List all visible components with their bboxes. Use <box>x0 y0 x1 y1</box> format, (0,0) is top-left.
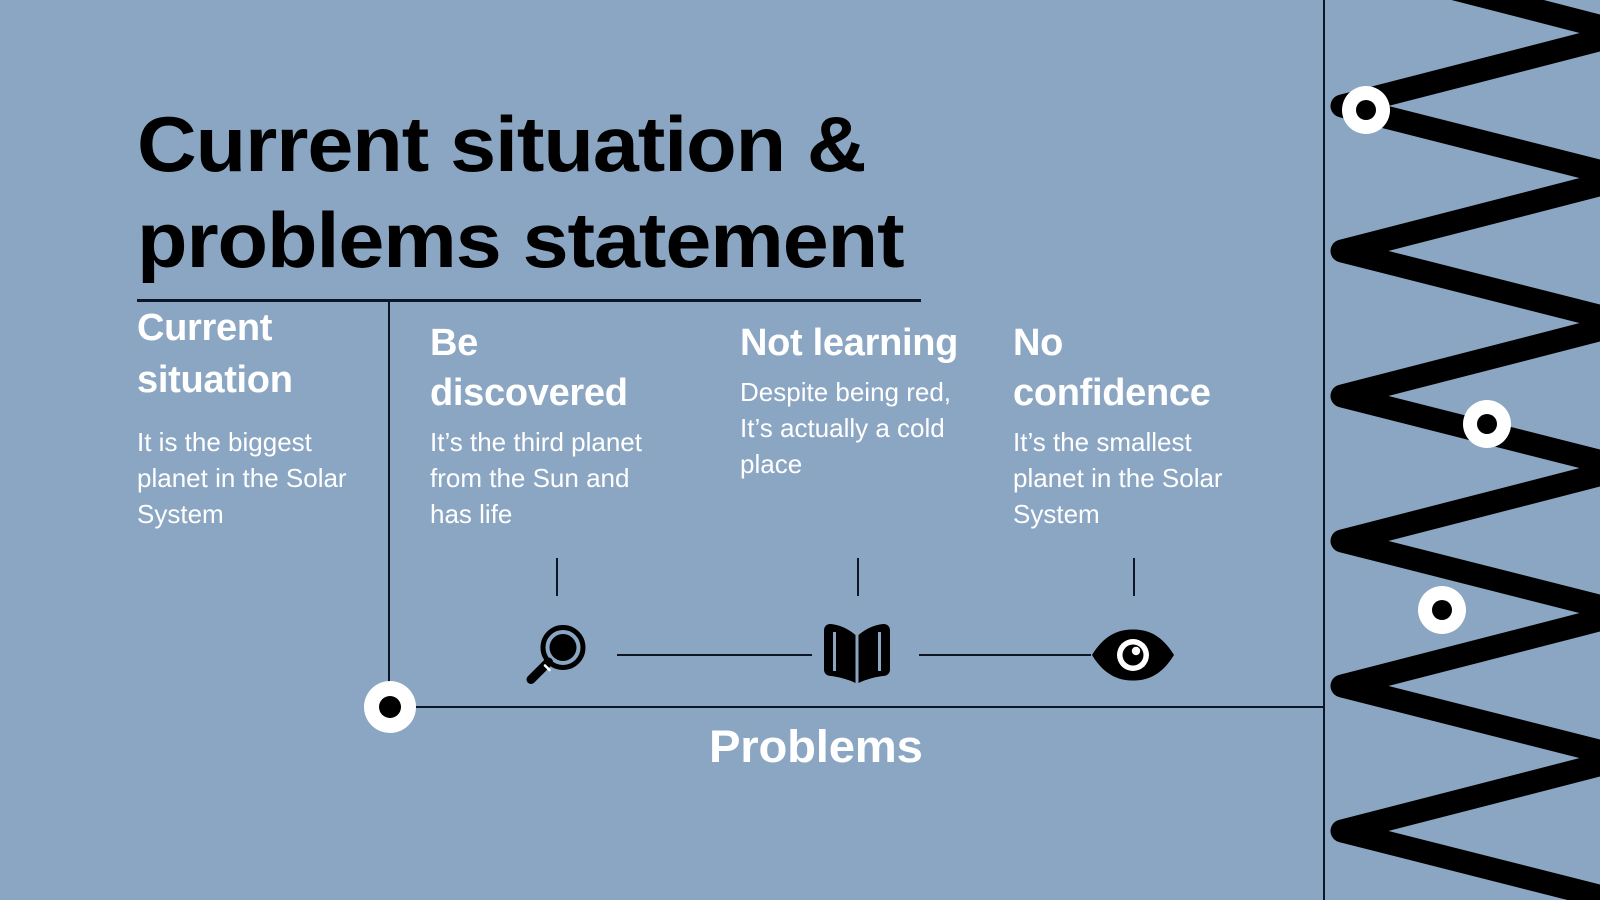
column-current-situation: Current situation It is the biggest plan… <box>137 302 347 532</box>
column-body: It is the biggest planet in the Solar Sy… <box>137 427 347 529</box>
deco-vertical-line <box>1323 0 1325 900</box>
deco-dot-center <box>1356 100 1376 120</box>
deco-dot-center <box>1477 414 1497 434</box>
icon-stem <box>556 558 558 596</box>
magnifier-icon <box>523 620 591 693</box>
icon-stem <box>857 558 859 596</box>
column-body: It’s the smallest planet in the Solar Sy… <box>1013 427 1223 529</box>
column-heading: Be discovered <box>430 322 628 414</box>
column-divider <box>388 301 390 707</box>
title-divider <box>137 299 921 302</box>
icon-connector <box>919 654 1091 656</box>
column-heading: Not learning <box>740 322 959 364</box>
timeline-node <box>364 681 416 733</box>
deco-dot <box>1342 86 1390 134</box>
column-no-confidence: No confidence It’s the smallest planet i… <box>1013 318 1253 532</box>
open-book-icon <box>822 622 892 689</box>
deco-dot <box>1418 586 1466 634</box>
eye-icon <box>1090 628 1176 687</box>
deco-dot <box>1463 400 1511 448</box>
icon-stem <box>1133 558 1135 596</box>
column-body: It’s the third planet from the Sun and h… <box>430 427 642 529</box>
deco-dot-center <box>1432 600 1452 620</box>
problems-label: Problems <box>709 721 923 772</box>
column-body: Despite being red, It’s actually a cold … <box>740 377 952 479</box>
serpentine-path <box>1330 0 1600 900</box>
icon-connector <box>617 654 812 656</box>
column-not-learning: Not learning Despite being red, It’s act… <box>740 318 980 482</box>
column-be-discovered: Be discovered It’s the third planet from… <box>430 318 675 532</box>
timeline-node-dot <box>379 696 401 718</box>
timeline-baseline <box>412 706 1323 708</box>
column-heading: No confidence <box>1013 322 1211 414</box>
column-heading: Current situation <box>137 307 293 401</box>
serpentine-decoration <box>1296 0 1600 900</box>
page-title: Current situation & problems statement <box>137 100 905 284</box>
